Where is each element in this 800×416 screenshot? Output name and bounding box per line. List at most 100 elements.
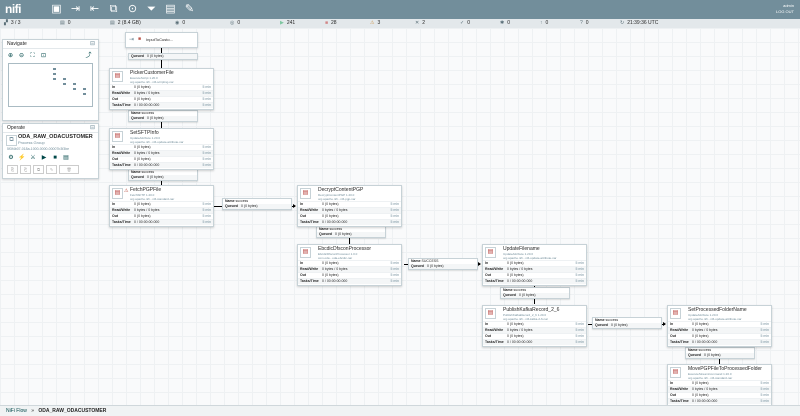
logout-link[interactable]: LOG OUT [775,9,794,14]
funnel-tool-icon[interactable]: ⏷ [147,3,156,15]
time-window: 5 min [202,145,211,149]
status-threads: ▤0 [60,19,71,28]
zoom-out-icon[interactable]: ⊖ [18,53,25,59]
processor-publishkafkarecord[interactable]: ▤ PublishKafkaRecord_2_6 PublishKafkaRec… [482,305,587,347]
tasks-label: Tasks/Time [670,399,689,403]
label-tool-icon[interactable]: ✎ [184,3,195,15]
relationship-name: success [513,288,527,292]
enable-icon[interactable]: ⚡ [18,155,26,161]
collapse-icon[interactable]: ⊟ [89,125,95,131]
zoom-in-icon[interactable]: ⊕ [7,53,14,59]
process-group-tool-icon[interactable]: ⧉ [109,3,118,15]
processor-ebcdicdfsconprocessor[interactable]: ▤ EbcdicDfsconProcessor EbcdicDfsconProc… [297,244,402,286]
output-port-tool-icon[interactable]: ⇤ [89,3,100,15]
in-label: In [670,322,674,326]
navigate-palette: Navigate ⊟ ⊕⊖⛶⊡⤴ [2,39,99,121]
relationship-name: success [141,111,155,115]
input-port[interactable]: ⇥ ■ InputToCusto... [125,32,198,48]
tasks-value: 0 / 00:00:00.000 [134,220,160,224]
processor-setsftpinfo[interactable]: ▤ SetSFTPInfo UpdateAttribute 1.20.0 org… [109,128,214,170]
fit-icon[interactable]: ⛶ [30,53,35,59]
status-transmitting-value: 0 [182,20,186,26]
group-name: ODA_RAW_ODACUSTOMER [18,134,93,140]
processor-icon: ▤ [670,308,681,319]
queued-value: 0 (0 bytes) [704,353,721,357]
status-queued-value: 2 (8.4 GB) [117,20,141,26]
collapse-icon[interactable]: ⊟ [89,41,95,47]
time-window: 5 min [760,381,769,385]
refresh-icon[interactable]: ↻ [620,20,625,26]
warning-icon: ⚠ [124,188,129,194]
processor-updatefilename[interactable]: ▤ UpdateFilename UpdateAttribute 1.20.0 … [482,244,587,286]
status-queued: ▤2 (8.4 GB) [110,19,141,28]
birdseye-view[interactable] [8,63,93,107]
queued-value: 0 (0 bytes) [147,116,164,120]
remote-process-group-tool-icon[interactable]: ⊙ [127,3,138,15]
time-window: 5 min [390,220,399,224]
processor-decryptcontentpgp[interactable]: ▤ DecryptContentPGP DecryptContentPGP 1.… [297,185,402,227]
copy-icon[interactable]: ⎘ [7,165,18,174]
input-port-tool-icon[interactable]: ⇥ [70,3,81,15]
breadcrumb-root[interactable]: NiFi Flow [6,408,27,414]
arrow-right-icon [293,204,296,208]
time-window: 5 min [390,202,399,206]
processor-movepgpfiletoprocessedfolder[interactable]: ▤ MovePGPFileToProcessedFolder ExecuteSt… [667,364,772,405]
processor-type: UpdateAttribute 1.20.0 [503,252,534,256]
relationship-name: success [698,348,712,352]
delete-button[interactable]: 🗑 [59,165,79,174]
name-label: Name [503,288,513,292]
color-icon[interactable]: ✎ [46,165,57,174]
status-stale-value: 0 [545,20,549,26]
processor-fetchpgpfile[interactable]: ▤ ⚠ FetchPGPFile FetchSFTP 1.20.0 org.ap… [109,185,214,227]
name-label: Name [131,170,141,174]
processor-icon: ▤ [485,247,496,258]
processor-icon: ▤ [112,188,123,199]
template-tool-icon[interactable]: ▤ [165,3,176,15]
in-value: 0 (0 bytes) [134,145,151,149]
user-menu: admin LOG OUT [776,3,794,15]
processor-type: UpdateAttribute 1.20.0 [688,313,719,317]
group-type: Process Group [18,140,45,145]
stopped-icon: ■ [325,20,329,26]
processor-tool-icon[interactable]: ▣ [51,3,62,15]
time-window: 5 min [760,387,769,391]
group-icon[interactable]: ⧉ [33,165,44,174]
app-header: nifi ▣ ⇥ ⇤ ⧉ ⊙ ⏷ ▤ ✎ admin LOG OUT [0,0,800,19]
queued-value: 0 (0 bytes) [241,204,258,208]
template-icon[interactable]: ▤ [63,155,69,161]
relationship-name: success [329,227,343,231]
tasks-value: 0 / 00:00:00.000 [322,279,348,283]
processor-name: DecryptContentPGP [318,187,364,193]
readwrite-value: 0 bytes / 0 bytes [322,208,348,212]
queued-label: Queued [131,54,145,58]
breadcrumb-separator: » [31,408,35,414]
processor-name: PublishKafkaRecord_2_6 [503,307,560,313]
actual-size-icon[interactable]: ⊡ [40,53,47,59]
paste-icon[interactable]: ⎗ [20,165,31,174]
processor-bundle: org.apache.nifi - nifi-kafka-2-6-nar [503,317,549,321]
stop-icon[interactable]: ■ [53,155,57,161]
out-label: Out [670,334,677,338]
relationship-name: success [605,318,619,322]
asterisk-icon: ✱ [500,20,505,26]
leave-group-icon[interactable]: ⤴ [85,53,92,59]
disable-icon[interactable]: ⚔ [30,155,36,161]
start-icon[interactable]: ▶ [41,155,47,161]
status-refresh[interactable]: ↻21:39:36 UTC [620,19,658,28]
processor-pickercustomerfile[interactable]: ▤ PickerCustomerFile ExecuteScript 1.20.… [109,68,214,110]
processor-setprocessedfoldername[interactable]: ▤ SetProcessedFolderName UpdateAttribute… [667,305,772,347]
threads-icon: ▤ [60,20,65,26]
relationship-name: SUCCESS [421,259,439,263]
configure-icon[interactable]: ⚙ [8,155,14,161]
status-sync-failure-value: 0 [585,20,589,26]
